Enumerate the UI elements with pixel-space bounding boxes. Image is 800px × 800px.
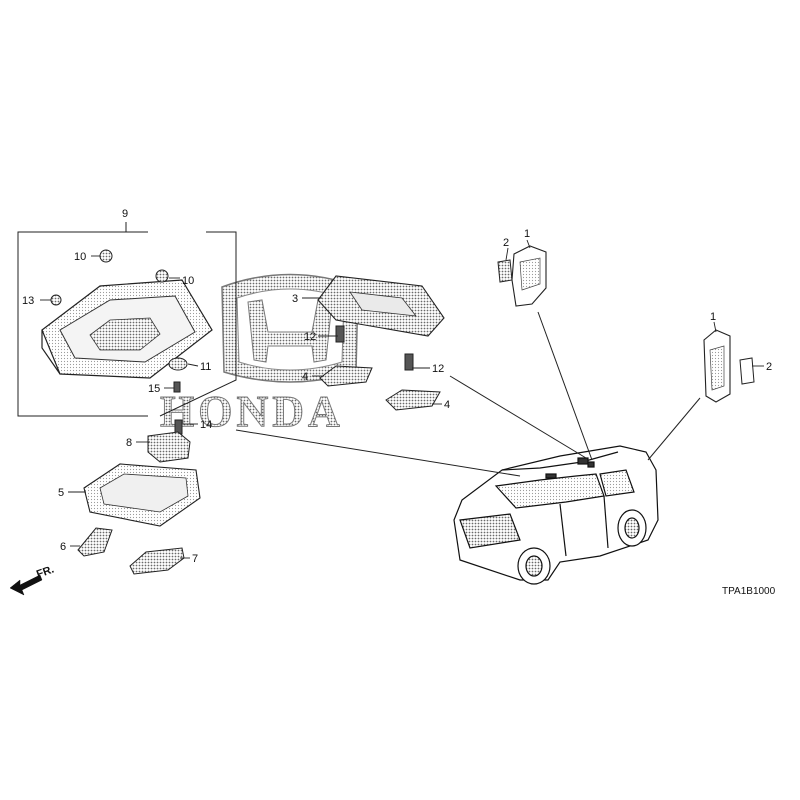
front-direction-label: FR. <box>35 563 56 580</box>
callout-11: 11 <box>200 361 211 373</box>
callout-3: 3 <box>292 293 298 305</box>
leader-lines <box>235 311 701 477</box>
clip-part-11 <box>168 357 188 371</box>
bracket-part-8 <box>147 431 191 463</box>
callout-1-lower: 1 <box>710 311 716 323</box>
control-unit-part-5 <box>83 463 201 527</box>
vehicle-suv-illustration <box>453 445 659 585</box>
sensor-part-1-lower <box>703 329 731 403</box>
callout-14: 14 <box>200 419 212 431</box>
clip-part-13 <box>50 294 62 306</box>
callout-leaders <box>40 239 764 559</box>
callout-7: 7 <box>192 553 198 565</box>
callout-2-lower: 2 <box>766 361 772 373</box>
callout-4-left: 4 <box>302 371 308 383</box>
callout-10-right: 10 <box>182 275 194 287</box>
clip-part-10-right <box>155 269 169 283</box>
callout-10-left: 10 <box>74 251 86 263</box>
roof-console-housing <box>41 279 213 379</box>
callout-12-left: 12 <box>304 331 316 343</box>
lens-part-7 <box>129 547 185 575</box>
front-arrow-icon <box>9 574 43 596</box>
lamp-part-6 <box>77 527 113 557</box>
callout-1-upper: 1 <box>524 228 530 240</box>
callout-12-right: 12 <box>432 363 444 375</box>
clip-part-10-left <box>99 249 113 263</box>
callout-15: 15 <box>148 383 160 395</box>
screw-part-12-left <box>335 325 345 343</box>
callout-13: 13 <box>22 295 34 307</box>
callout-8: 8 <box>126 437 132 449</box>
cover-part-2-upper <box>497 259 513 283</box>
callout-6: 6 <box>60 541 66 553</box>
pad-part-4-left <box>319 365 373 387</box>
honda-brand-watermark: HONDA <box>160 387 344 436</box>
callout-5: 5 <box>58 487 64 499</box>
figure-code: TPA1B1000 <box>722 586 776 597</box>
screw-part-15 <box>173 381 181 393</box>
pad-part-4-right <box>385 389 441 411</box>
sensor-part-1-upper <box>511 245 547 307</box>
callout-9: 9 <box>122 208 128 220</box>
cover-part-2-lower <box>739 357 755 385</box>
callout-4-right: 4 <box>444 399 450 411</box>
screw-part-12-right <box>404 353 414 371</box>
map-lamp-part-3 <box>317 275 445 337</box>
assembly-9-bracket <box>17 222 237 417</box>
callout-2-upper: 2 <box>503 237 509 249</box>
